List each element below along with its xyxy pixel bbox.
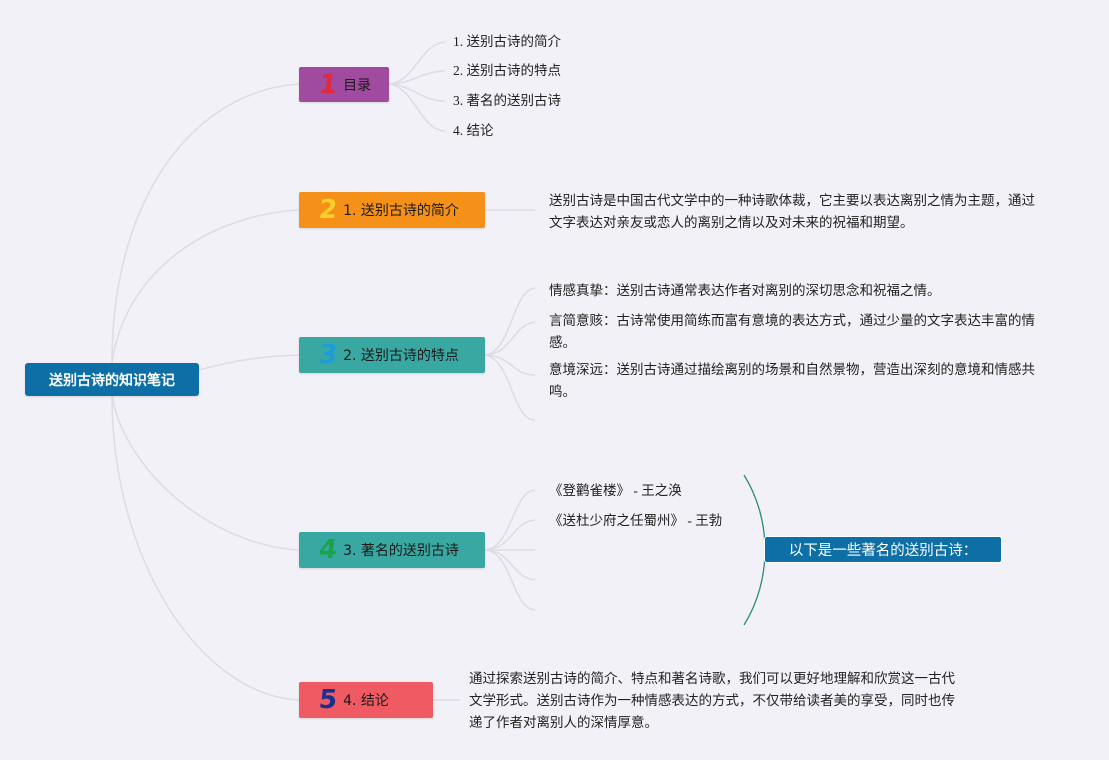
branch-node-toc[interactable]: 1 目录 [299,67,389,102]
toc-item[interactable]: 2. 送别古诗的特点 [453,63,561,78]
toc-item[interactable]: 3. 著名的送别古诗 [453,93,561,108]
root-label: 送别古诗的知识笔记 [49,372,175,389]
branch-node-features[interactable]: 3 2. 送别古诗的特点 [299,337,485,373]
branch-label: 3. 著名的送别古诗 [343,543,459,559]
connector-root-3 [198,354,300,371]
poem-item[interactable]: 《登鹳雀楼》 - 王之涣 [549,483,682,498]
number-5-icon: 5 [317,685,339,715]
toc-item[interactable]: 1. 送别古诗的简介 [453,34,561,49]
conclusion-text[interactable]: 通过探索送别古诗的简介、特点和著名诗歌，我们可以更好地理解和欣赏这一古代文学形式… [469,671,955,730]
connector-root-4 [111,395,300,551]
root-node[interactable]: 送别古诗的知识笔记 [25,363,199,396]
connector-root-5 [111,395,300,701]
number-3-icon: 3 [317,340,339,370]
branch-label: 2. 送别古诗的特点 [343,348,459,364]
branch-label: 目录 [343,77,372,94]
branch-node-intro[interactable]: 2 1. 送别古诗的简介 [299,192,485,228]
feature-item[interactable]: 情感真挚：送别古诗通常表达作者对离别的深切思念和祝福之情。 [549,283,941,298]
summary-brace [743,474,766,626]
branch-label: 1. 送别古诗的简介 [343,203,459,219]
number-1-icon: 1 [317,69,339,100]
toc-item[interactable]: 4. 结论 [453,123,494,138]
feature-item[interactable]: 言简意赅：古诗常使用简练而富有意境的表达方式，通过少量的文字表达丰富的情感。 [549,313,1035,350]
connector-root-2 [111,209,300,364]
branch-node-poems[interactable]: 4 3. 著名的送别古诗 [299,532,485,568]
poem-item[interactable]: 《送杜少府之任蜀州》 - 王勃 [549,513,723,528]
number-2-icon: 2 [317,195,339,225]
intro-text[interactable]: 送别古诗是中国古代文学中的一种诗歌体裁，它主要以表达离别之情为主题，通过文字表达… [549,193,1035,230]
connector-root-1 [111,83,300,364]
branch-label: 4. 结论 [343,693,389,709]
feature-item[interactable]: 意境深远：送别古诗通过描绘离别的场景和自然景物，营造出深刻的意境和情感共鸣。 [549,362,1035,399]
branch-node-conclusion[interactable]: 5 4. 结论 [299,682,433,718]
poems-summary[interactable]: 以下是一些著名的送别古诗： [764,536,1002,563]
number-4-icon: 4 [317,535,339,565]
